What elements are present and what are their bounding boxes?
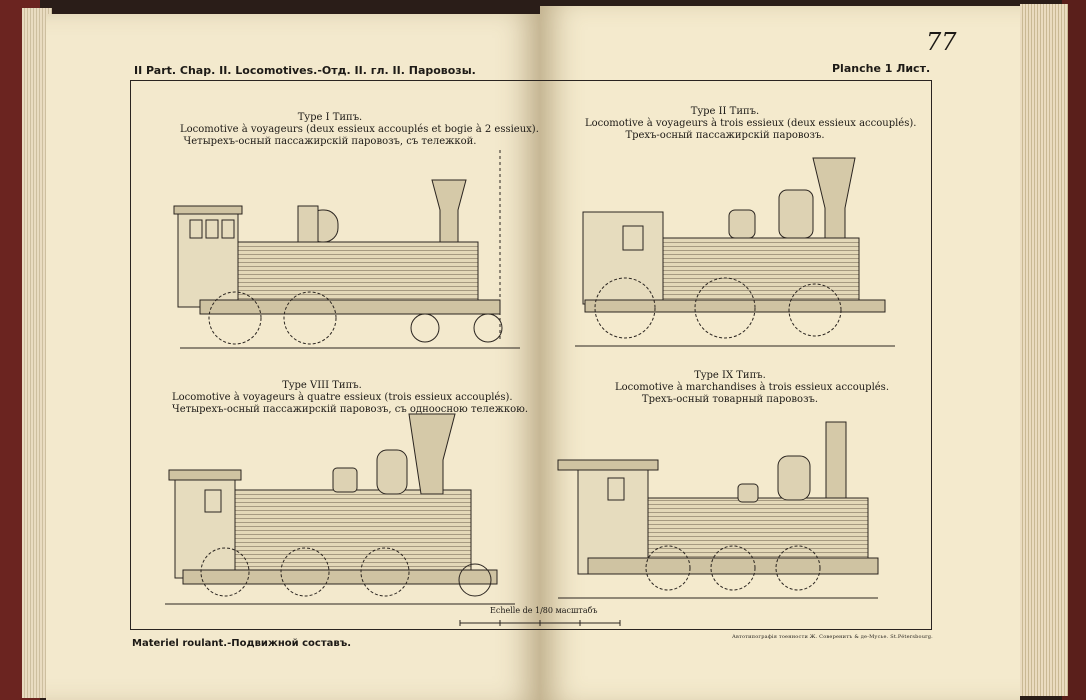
caption-french: Locomotive à voyageurs à trois essieux (… — [585, 118, 917, 129]
caption-type-8: Type VIII Типъ. Locomotive à voyageurs à… — [172, 380, 529, 416]
caption-russian: Четырехъ-осный пассажирскій паровозъ, съ… — [172, 404, 529, 415]
footer-left: Materiel roulant.-Подвижной составъ. — [132, 638, 352, 649]
locomotive-type-8-drawing — [165, 413, 515, 605]
caption-french: Locomotive à voyageurs (deux essieux acc… — [180, 124, 539, 135]
caption-title: Type VIII Типъ. — [282, 380, 362, 391]
caption-russian: Трехъ-осный пассажирскій паровозъ. — [625, 130, 825, 141]
caption-title: Type I Типъ. — [297, 112, 363, 123]
caption-french: Locomotive à marchandises à trois essieu… — [615, 382, 889, 393]
locomotive-type-9-drawing — [557, 421, 879, 599]
page-number: 77 — [926, 28, 957, 56]
header-right-title: Planche 1 Лист. — [832, 62, 931, 75]
left-page — [46, 14, 540, 700]
scale-label: Echelle de 1/80 масштабъ — [490, 606, 598, 615]
caption-type-1: Type I Типъ. Locomotive à voyageurs (deu… — [180, 112, 539, 148]
locomotive-type-2-drawing — [575, 157, 895, 347]
scale-bar — [459, 620, 621, 626]
caption-russian: Трехъ-осный товарный паровозъ. — [641, 394, 819, 405]
right-page — [540, 6, 1020, 700]
locomotive-type-1-drawing — [173, 150, 520, 349]
header-left-title: II Part. Chap. II. Locomotives.-Отд. II.… — [134, 64, 476, 77]
caption-type-2: Type II Типъ. Locomotive à voyageurs à t… — [585, 106, 917, 142]
plate-frame — [130, 80, 932, 630]
caption-title: Type II Типъ. — [690, 106, 760, 117]
page-edges-right — [1020, 4, 1068, 696]
caption-french: Locomotive à voyageurs à quatre essieux … — [172, 392, 513, 403]
caption-russian: Четырехъ-осный пассажирскій паровозъ, съ… — [183, 136, 477, 147]
printer-credit: Автотипографія тоенности Ж. Соверенитъ &… — [732, 634, 933, 640]
caption-title: Type IX Типъ. — [694, 370, 766, 381]
caption-type-9: Type IX Типъ. Locomotive à marchandises … — [615, 370, 889, 406]
